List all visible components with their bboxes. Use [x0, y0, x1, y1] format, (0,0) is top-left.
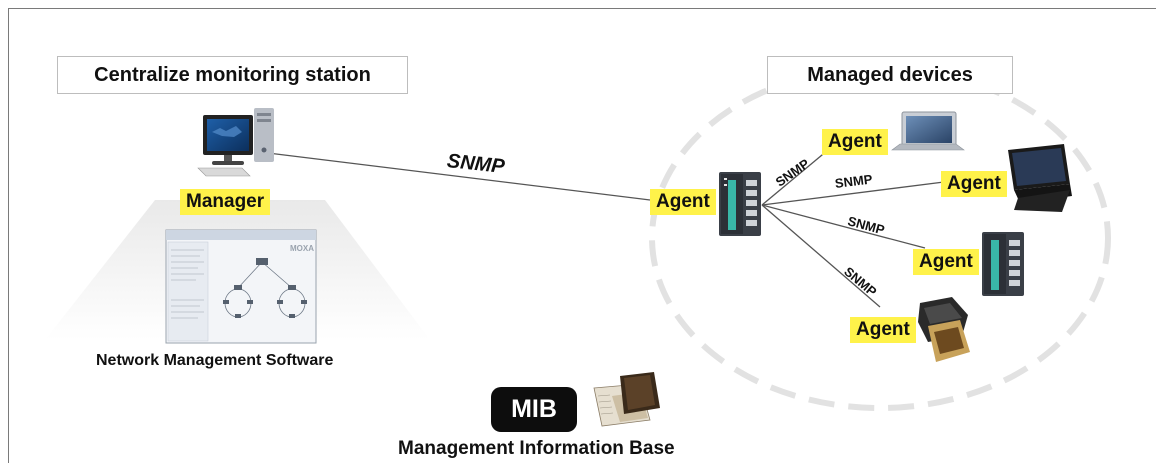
software-caption: Network Management Software — [96, 352, 334, 369]
mib-caption: Management Information Base — [398, 438, 675, 459]
software-window-brand: MOXA — [290, 244, 314, 253]
software-window-icon: MOXA — [165, 229, 317, 344]
snmp-main-link — [267, 152, 651, 201]
network-switch-icon — [982, 232, 1024, 296]
managed-devices-title: Managed devices — [807, 63, 973, 86]
agent-label-switch: Agent — [650, 189, 716, 215]
monitoring-station-title: Centralize monitoring station — [94, 63, 371, 86]
agent-label-laptop-2: Agent — [941, 171, 1007, 197]
laptop-icon — [891, 111, 965, 151]
monitoring-station-header: Centralize monitoring station — [57, 56, 408, 94]
laptop-icon — [1008, 144, 1072, 212]
mib-badge: MIB — [491, 387, 577, 432]
agent-label-printer: Agent — [850, 317, 916, 343]
device-links — [761, 149, 945, 308]
agent-label-switch-2: Agent — [913, 249, 979, 275]
book-icon — [593, 372, 660, 427]
manager-label: Manager — [180, 189, 271, 215]
network-switch-icon — [719, 172, 761, 236]
desktop-computer-icon — [197, 108, 274, 177]
managed-devices-ellipse — [649, 65, 1111, 411]
managed-devices-header: Managed devices — [767, 56, 1013, 94]
printer-icon — [918, 297, 970, 362]
agent-label-laptop-1: Agent — [822, 129, 888, 155]
diagram-frame — [8, 8, 1156, 463]
mib-badge-text: MIB — [511, 395, 557, 423]
